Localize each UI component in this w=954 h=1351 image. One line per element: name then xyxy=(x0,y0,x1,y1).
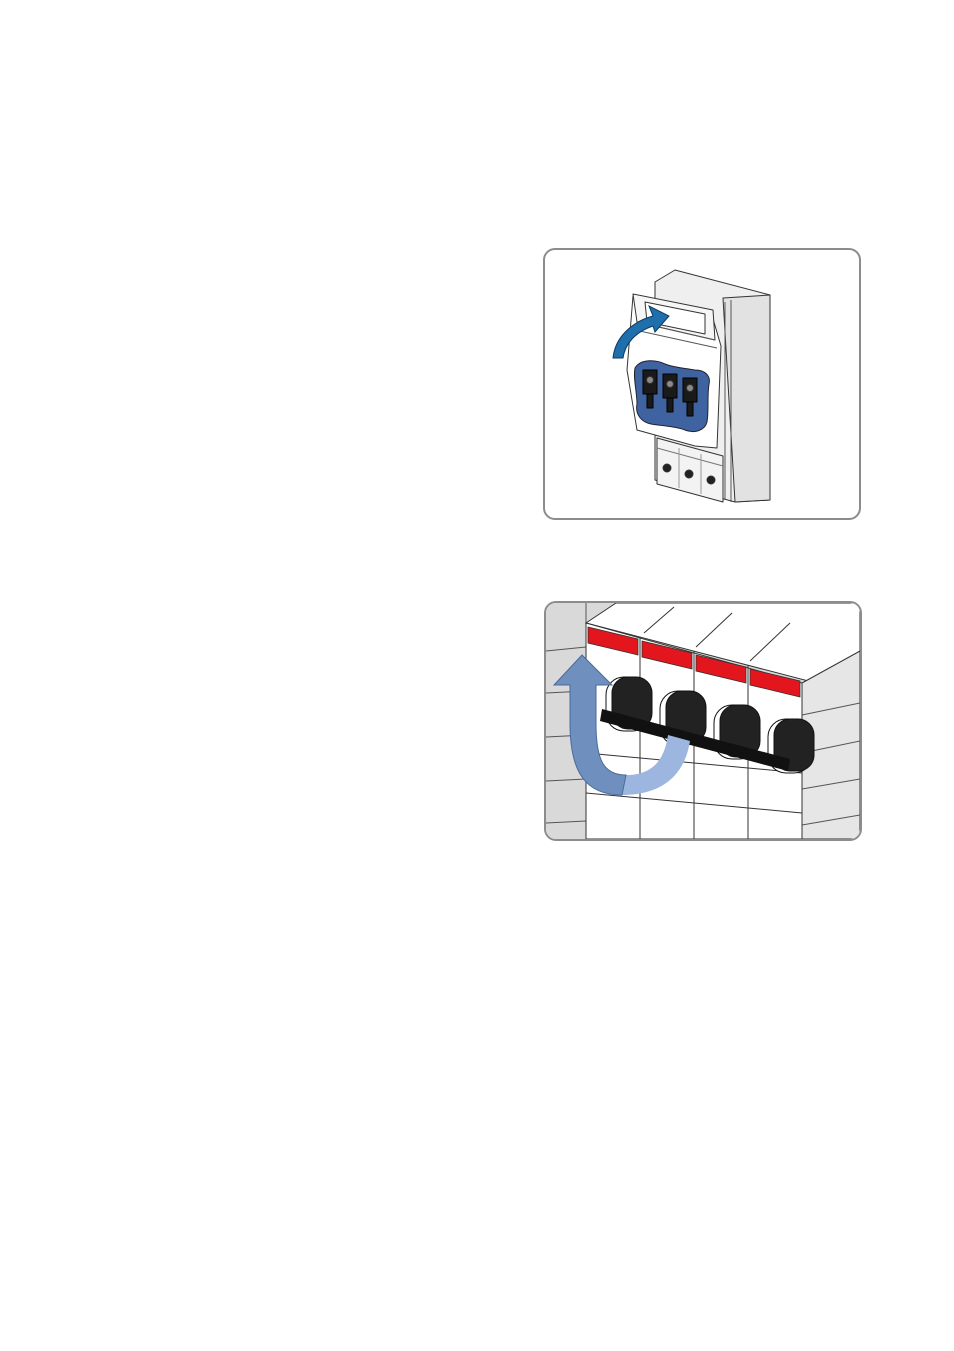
circuit-breaker-figure xyxy=(544,601,862,841)
switch-on-arrow-icon xyxy=(552,654,627,796)
breaker-label-red xyxy=(749,668,801,698)
breaker-coupling-bar xyxy=(600,709,790,771)
breaker-label-red xyxy=(641,640,693,670)
breaker-top xyxy=(584,603,860,684)
switch-arrow-tail xyxy=(622,735,690,795)
circuit-breaker-switch-on-illustration xyxy=(546,603,860,839)
breaker-label-red xyxy=(587,626,639,656)
breaker-label-red xyxy=(695,654,747,684)
close-arrow-icon xyxy=(612,304,670,359)
terminal-screw xyxy=(684,469,694,479)
terminal-screw xyxy=(662,463,672,473)
fuse-switch-close-illustration xyxy=(612,269,771,503)
terminal-screw xyxy=(706,475,716,485)
fuse-switch-figure xyxy=(543,248,861,520)
